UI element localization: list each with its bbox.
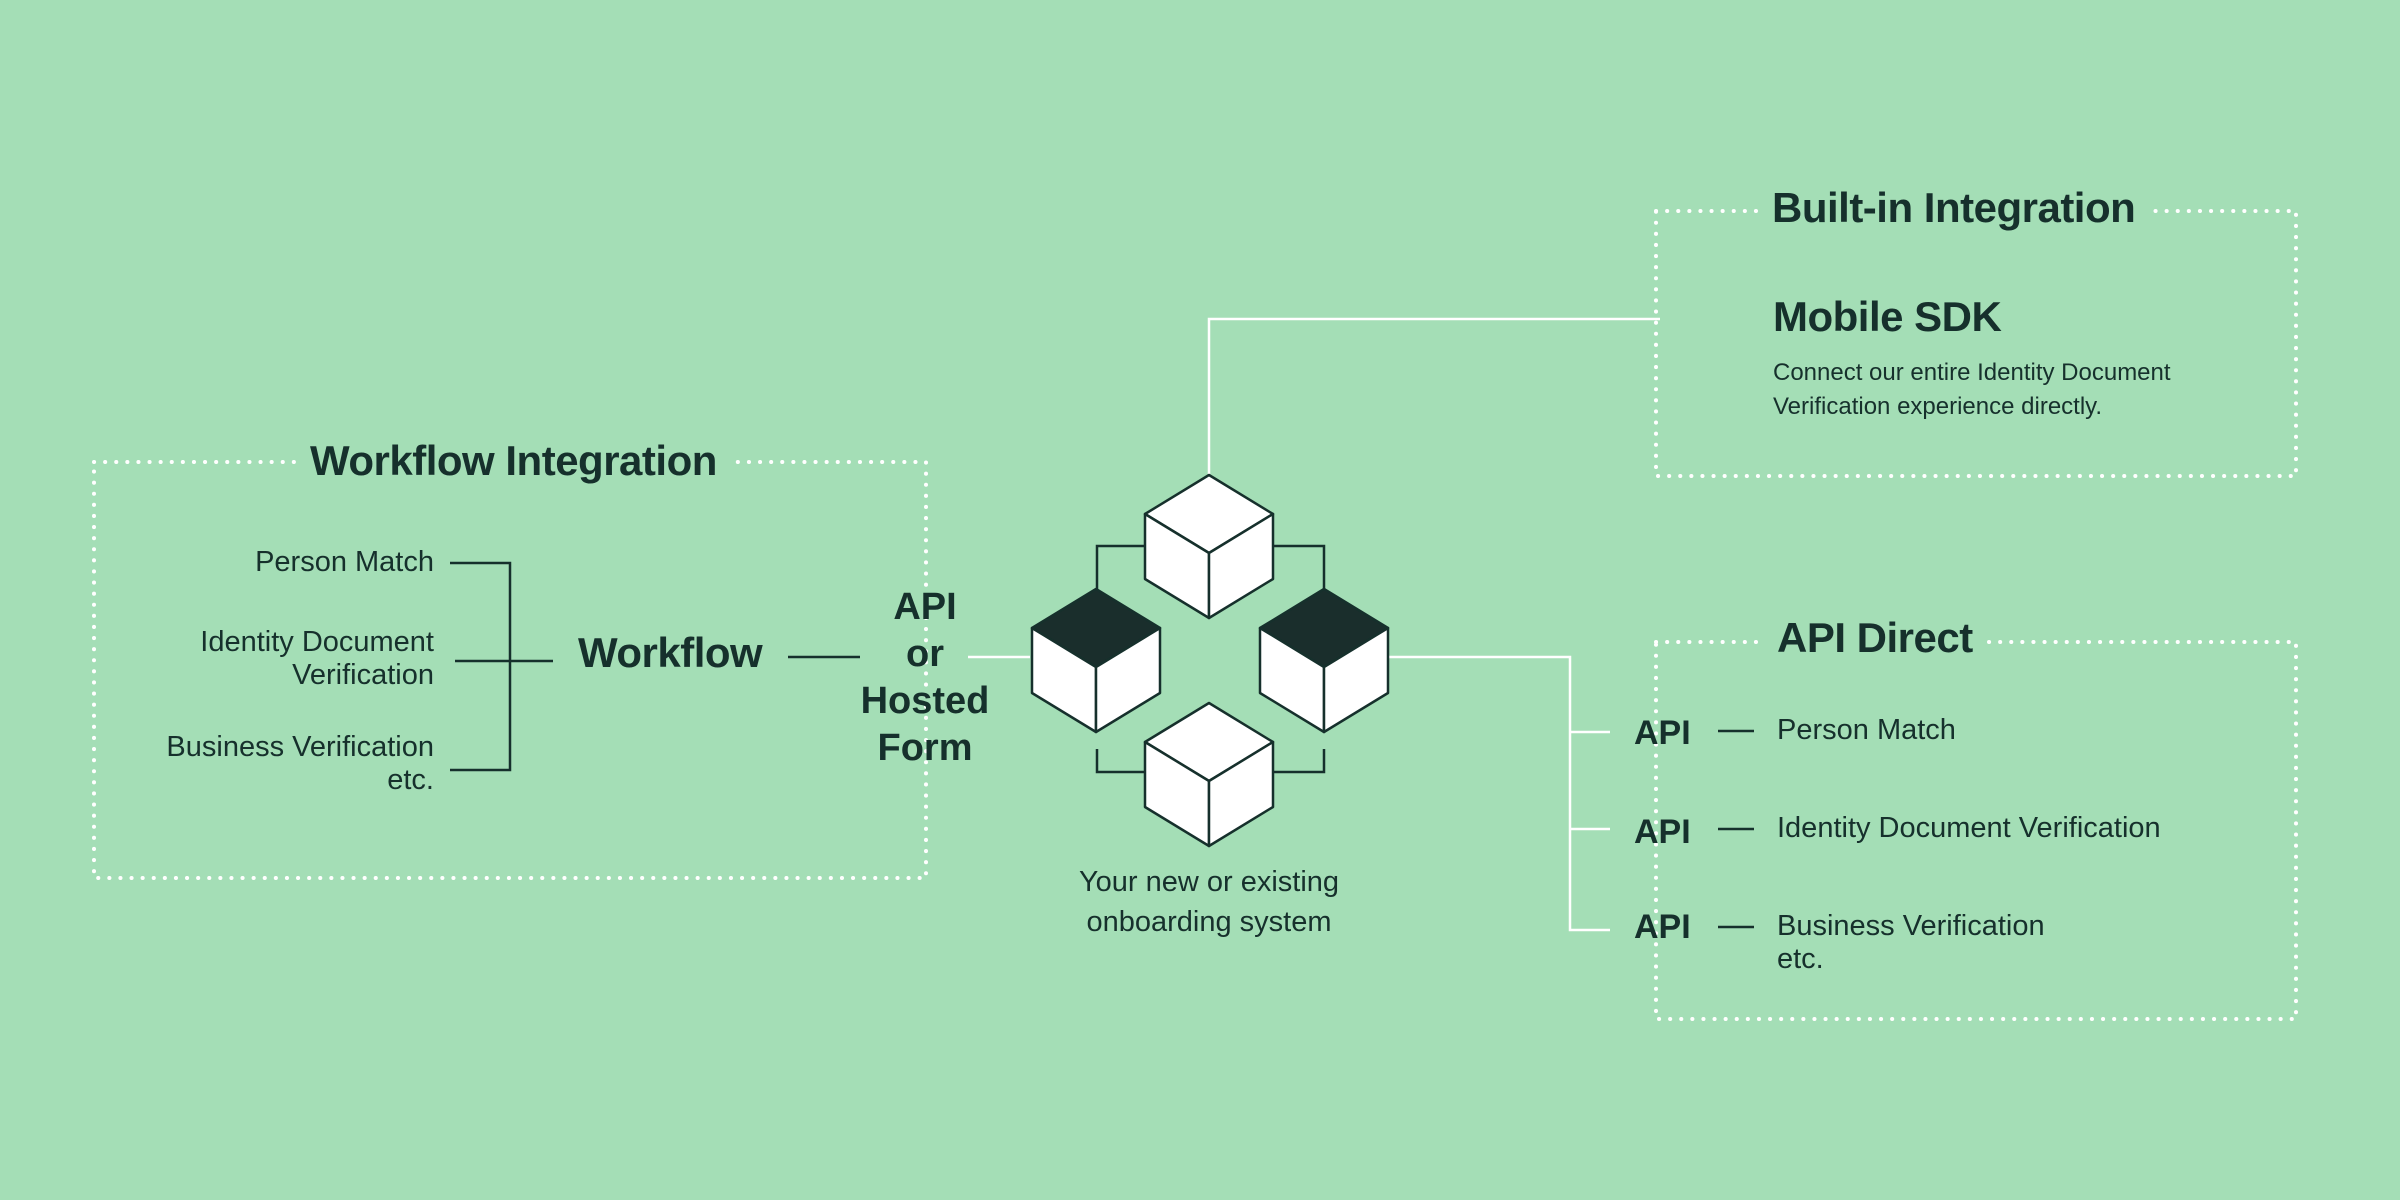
mobile-sdk-description: Connect our entire Identity Document Ver… <box>1773 359 2171 420</box>
cube-bottom <box>1143 701 1275 848</box>
cube-right-dark <box>1258 587 1390 734</box>
onboarding-system-caption: Your new or existing onboarding system <box>1078 866 1340 938</box>
built-in-integration-box <box>1654 209 2298 478</box>
api-direct-label-person-match: Person Match <box>1777 714 1956 746</box>
cube-cluster-brackets <box>1095 544 1326 774</box>
api-direct-label-identity-document-verification: Identity Document Verification <box>1777 812 2161 844</box>
api-or-hosted-form-label: API or Hosted Form <box>860 586 990 769</box>
api-direct-api-3: API <box>1634 908 1691 946</box>
white-connectors <box>968 317 1660 932</box>
built-in-integration-title: Built-in Integration <box>1758 183 2150 233</box>
api-direct-api-2: API <box>1634 813 1691 851</box>
workflow-integration-box <box>92 460 928 880</box>
workflow-integration-title: Workflow Integration <box>296 436 731 486</box>
workflow-item-person-match: Person Match <box>255 546 434 578</box>
workflow-item-identity-document-verification: Identity Document Verification <box>200 626 434 691</box>
cube-top <box>1143 473 1275 620</box>
api-direct-api-1: API <box>1634 714 1691 752</box>
mobile-sdk-title: Mobile SDK <box>1773 293 2002 340</box>
api-direct-dashes <box>1718 729 1754 929</box>
api-direct-label-business-verification: Business Verification etc. <box>1777 910 2045 975</box>
cube-left-dark <box>1030 587 1162 734</box>
workflow-label: Workflow <box>578 629 763 676</box>
api-direct-title: API Direct <box>1763 613 1987 663</box>
workflow-item-business-verification: Business Verification etc. <box>166 731 434 796</box>
workflow-bracket <box>450 561 553 772</box>
